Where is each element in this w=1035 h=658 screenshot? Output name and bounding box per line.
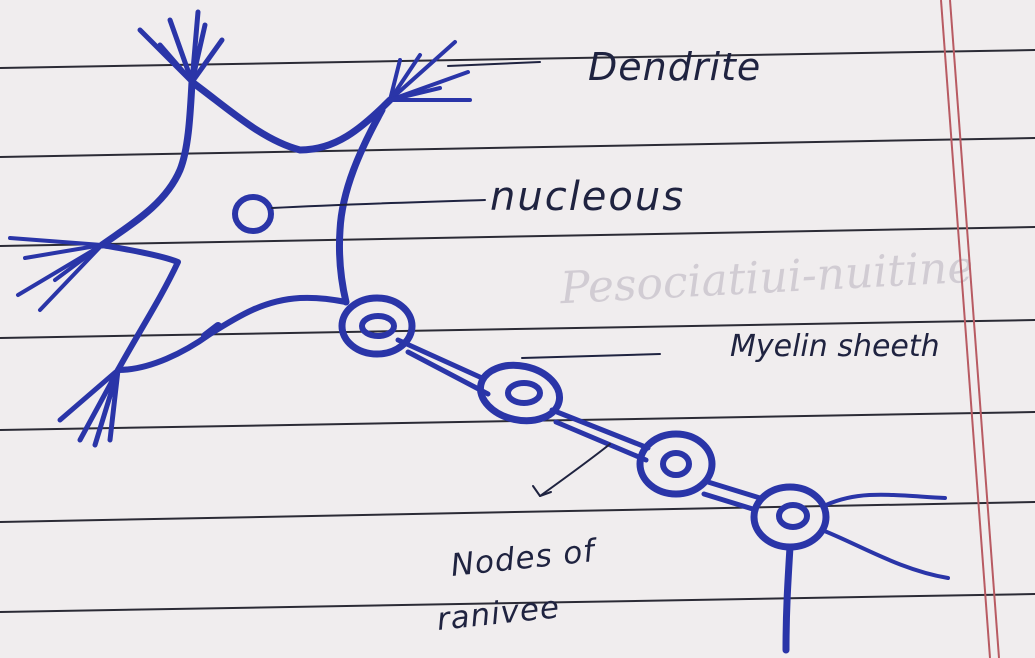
myelin-leader <box>521 353 661 359</box>
label-dendrite: Dendrite <box>588 45 761 89</box>
nodes-leader <box>539 443 611 497</box>
cell-body-bottom-edge <box>115 294 349 373</box>
label-nucleus: nucleous <box>490 174 685 220</box>
dendrites-bottom-left <box>57 367 121 448</box>
dendrites-top-right <box>388 40 472 102</box>
myelin-sheaths <box>338 294 830 551</box>
myelin-sheath-3 <box>636 430 716 498</box>
axon <box>395 337 763 513</box>
nucleus-leader <box>271 199 486 209</box>
myelin-sheath-1 <box>338 294 416 358</box>
nucleus-circle <box>232 194 274 234</box>
nodes-arrowhead <box>532 485 552 497</box>
label-myelin-sheath: Myelin sheeth <box>730 329 940 364</box>
cell-body-lower-left <box>99 242 181 373</box>
cell-body-right-edge <box>335 106 386 306</box>
leader-lines <box>271 61 661 497</box>
margin-line <box>940 0 1000 658</box>
neuron <box>8 9 950 654</box>
cell-body-top-edge <box>188 78 394 154</box>
myelin-sheath-2 <box>476 361 564 425</box>
cell-body-left-edge <box>98 78 196 249</box>
axon-terminals <box>782 492 950 654</box>
dendrites-left <box>8 236 104 312</box>
dendrite-leader <box>447 61 541 67</box>
dendrites-top-left <box>137 9 225 85</box>
